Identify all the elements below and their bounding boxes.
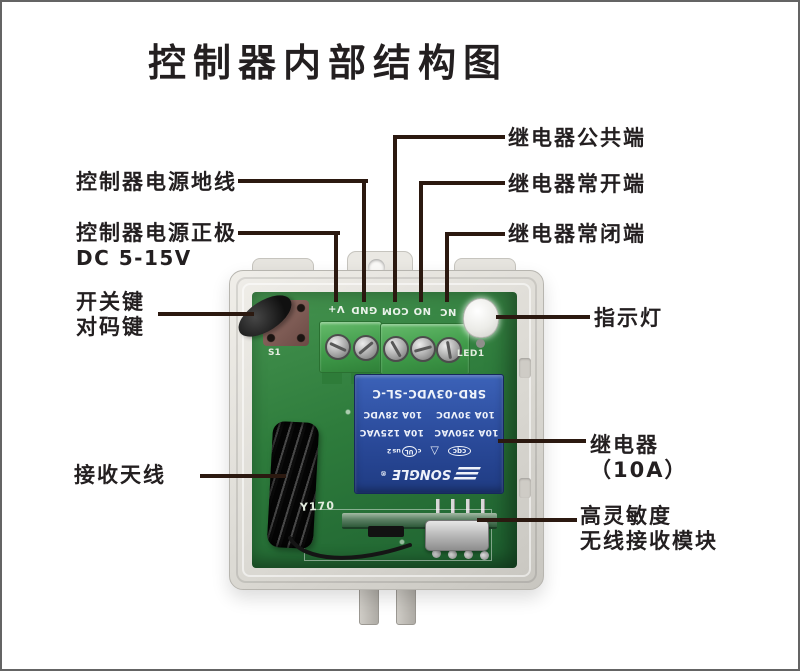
switch-silkscreen: S1 [268, 348, 281, 358]
relay-ratings-dc: 10A 30VDC 10A 28VDC [363, 409, 495, 419]
receiver-module-pins [436, 499, 494, 514]
led-pad [476, 339, 485, 348]
enclosure-lip-outer [236, 277, 537, 583]
label-receiver-module-line2: 无线接收模块 [580, 529, 718, 553]
leader-line-indicator [496, 315, 590, 319]
ul-prefix: c [417, 447, 422, 456]
leader-line-nc-h [445, 232, 505, 236]
relay-brand: SONGLE [391, 466, 452, 481]
screw-slot [445, 340, 453, 360]
terminal-screw-no [410, 336, 436, 362]
leader-line-relay [498, 439, 586, 443]
relay-label-face: SONGLE ® cqc △ c UL us 2 10A 250VAC 10A … [355, 375, 503, 493]
registered-mark-icon: ® [379, 469, 387, 478]
terminal-screw-vplus [325, 334, 351, 360]
leader-line-ground-h [238, 179, 368, 183]
relay-brand-row: SONGLE ® [379, 466, 481, 481]
leader-line-positive-h [238, 231, 340, 235]
terminal-label-com: COM [381, 305, 409, 316]
terminal-label-nc: NC [439, 306, 457, 317]
page-title: 控制器内部结构图 [148, 41, 509, 85]
solder-pad [432, 549, 441, 558]
label-code-key-text: 对码键 [76, 315, 145, 339]
case-clip-upper [519, 358, 531, 378]
leader-line-common-h [393, 135, 505, 139]
case-prong-right [396, 585, 416, 625]
screw-slot [390, 340, 402, 358]
label-relay-nc-text: 继电器常闭端 [508, 222, 646, 246]
label-power-ground-text: 控制器电源地线 [76, 170, 237, 194]
relay-body: SONGLE ® cqc △ c UL us 2 10A 250VAC 10A … [354, 374, 504, 494]
ul-number: 2 [386, 447, 392, 456]
label-power-positive-text: 控制器电源正极 [76, 221, 237, 245]
label-relay-text: 继电器 [590, 433, 659, 457]
board-silkscreen-text: Y170 [299, 499, 336, 514]
label-antenna-text: 接收天线 [74, 463, 166, 487]
label-indicator-text: 指示灯 [594, 306, 663, 330]
leader-line-module [477, 518, 577, 522]
solder-pad [448, 550, 457, 559]
case-clip-lower [519, 478, 531, 498]
label-receiver-module: 高灵敏度 无线接收模块 [580, 504, 718, 554]
relay-cert-logos: cqc △ c UL us 2 [386, 445, 472, 458]
label-receiver-module-line1: 高灵敏度 [580, 504, 672, 528]
terminal-screw-com [383, 336, 409, 362]
label-switch-key: 开关键 对码键 [76, 290, 145, 340]
case-prong-left [359, 585, 379, 625]
antenna-coil [266, 420, 320, 550]
cqc-logo-icon: cqc [447, 446, 472, 457]
terminal-screw-nc [436, 337, 462, 363]
label-power-positive: 控制器电源正极 DC 5-15V [76, 221, 237, 271]
enclosure-lip-inner [242, 283, 531, 577]
leader-line-no-h [419, 181, 505, 185]
label-power-positive-voltage: DC 5-15V [76, 246, 192, 270]
receiver-module-component [368, 526, 404, 537]
ul-suffix: us [392, 447, 401, 456]
leader-line-common-v [393, 135, 397, 302]
label-switch-key-text: 开关键 [76, 290, 145, 314]
label-relay: 继电器 （10A） [590, 433, 687, 483]
indicator-led [463, 298, 499, 338]
solder-pad [464, 550, 473, 559]
label-relay-no-text: 继电器常开端 [508, 172, 646, 196]
screw-slot [329, 341, 347, 353]
screw-slot [358, 341, 374, 355]
leader-line-nc-v [445, 232, 449, 302]
triangle-cert-icon: △ [430, 445, 439, 458]
ul-logo-icon: c UL us 2 [386, 446, 422, 457]
antenna-wire [288, 536, 412, 560]
terminal-label-gnd: GND [350, 304, 378, 315]
label-relay-rating: （10A） [590, 458, 688, 482]
ul-mark: UL [401, 446, 417, 457]
songle-stripes-icon [453, 467, 481, 480]
leader-line-no-v [419, 181, 423, 302]
relay-model: SRD-03VDC-SL-C [371, 387, 487, 401]
leader-line-positive-v [334, 231, 338, 302]
crystal-oscillator [425, 520, 489, 551]
label-indicator: 指示灯 [594, 306, 663, 331]
label-power-ground: 控制器电源地线 [76, 170, 237, 195]
relay-ratings-ac: 10A 250VAC 10A 125VAC [359, 427, 499, 437]
label-antenna: 接收天线 [74, 463, 166, 488]
solder-pad [480, 551, 489, 560]
leader-line-antenna [200, 474, 286, 478]
terminal-screw-gnd [353, 335, 379, 361]
led-silkscreen: LED1 [457, 349, 485, 359]
label-relay-no: 继电器常开端 [508, 172, 646, 197]
label-relay-common-text: 继电器公共端 [508, 126, 646, 150]
leader-line-ground-v [362, 179, 366, 302]
label-relay-common: 继电器公共端 [508, 126, 646, 151]
label-relay-nc: 继电器常闭端 [508, 222, 646, 247]
leader-line-switch [158, 312, 254, 316]
screw-slot [413, 345, 433, 353]
terminal-label-vplus: V+ [327, 303, 345, 314]
